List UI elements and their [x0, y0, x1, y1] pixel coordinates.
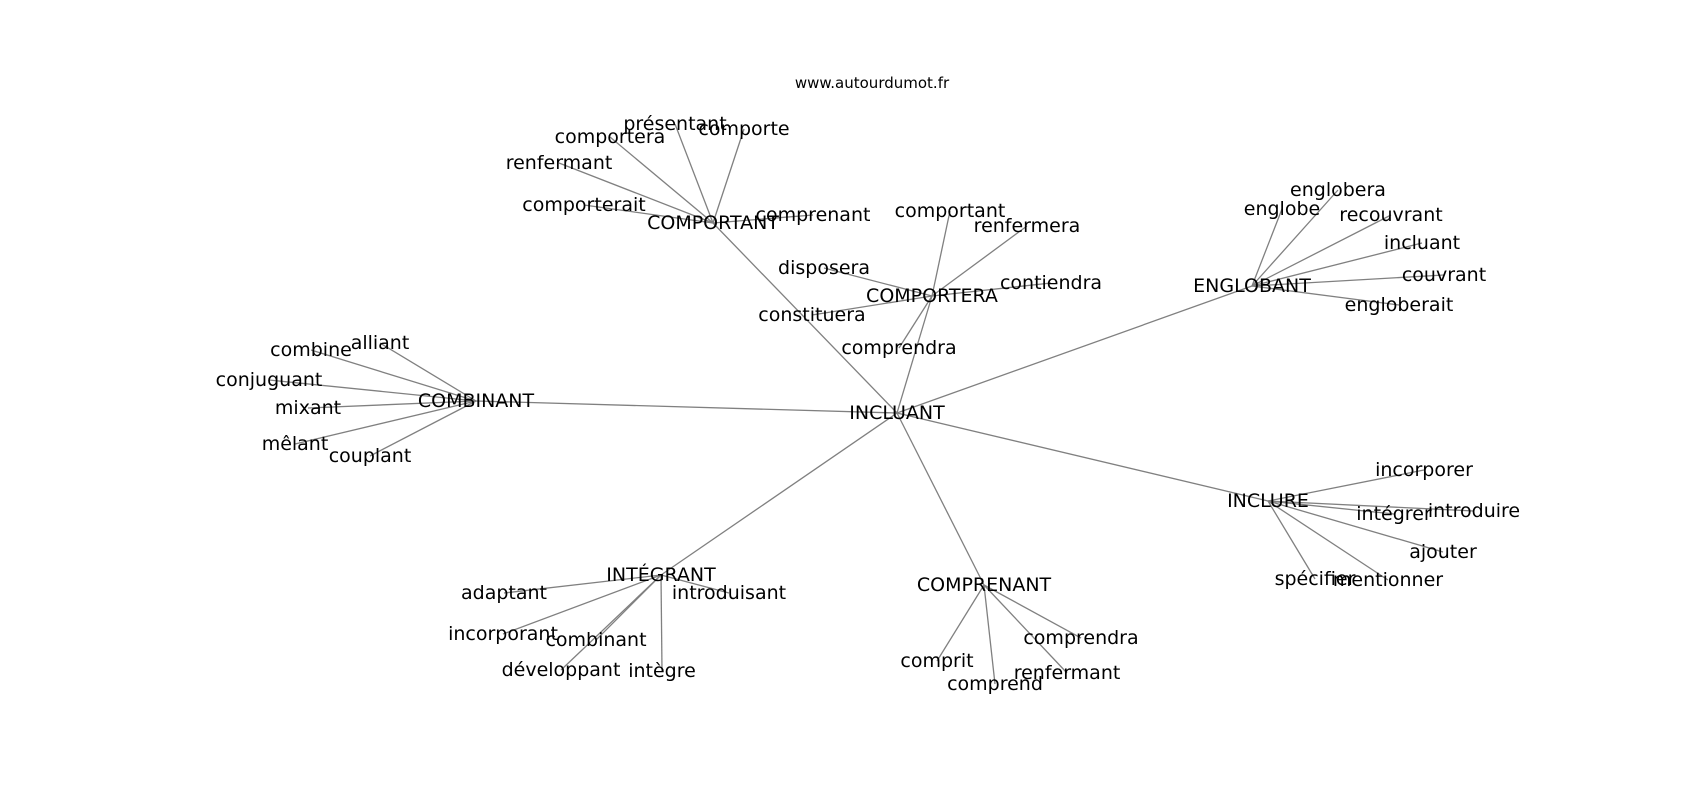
- edge-englobant-2: [1251, 214, 1392, 287]
- leaf-node-combinant-0[interactable]: alliant: [351, 332, 410, 354]
- hub-node-combinant[interactable]: COMBINANT: [418, 390, 535, 412]
- leaf-node-inclure-0[interactable]: incorporer: [1375, 459, 1473, 481]
- center-node-label[interactable]: INCLUANT: [849, 402, 945, 424]
- hub-node-comportera[interactable]: COMPORTERA: [866, 285, 998, 307]
- leaf-node-combinant-1[interactable]: combine: [270, 339, 352, 361]
- edge-inclure-1: [1267, 500, 1395, 515]
- leaf-node-combinant-5[interactable]: couplant: [329, 445, 412, 467]
- hub-node-inclure[interactable]: INCLURE: [1227, 490, 1309, 512]
- leaf-node-comprenant-1[interactable]: comprit: [900, 650, 973, 672]
- edge-comportera-1: [931, 225, 1028, 297]
- leaf-node-inclure-1[interactable]: intégrer: [1356, 503, 1432, 525]
- edge-comportant-1: [609, 136, 714, 224]
- edge-center-inclure: [896, 412, 1269, 502]
- edge-englobant-3: [1251, 242, 1423, 287]
- leaf-node-comprenant-3[interactable]: comprend: [947, 673, 1043, 695]
- edge-integrant-2: [502, 574, 662, 635]
- edge-center-comprenant: [896, 412, 985, 586]
- leaf-node-comportant-5[interactable]: comprenant: [756, 204, 871, 226]
- leaf-node-inclure-4[interactable]: spécifier: [1275, 568, 1356, 590]
- edge-combinant-1: [310, 349, 477, 402]
- edge-comportera-4: [811, 295, 933, 316]
- edge-englobant-0: [1251, 189, 1339, 287]
- leaf-node-englobant-1[interactable]: englobe: [1244, 198, 1320, 220]
- edge-inclure-4: [1267, 500, 1316, 580]
- leaf-node-englobant-5[interactable]: engloberait: [1345, 294, 1454, 316]
- edge-comportant-2: [712, 128, 745, 224]
- graph-labels: www.autourdumot.fr INCLUANT COMPORTANT pré…: [216, 74, 1520, 695]
- leaf-node-comprenant-2[interactable]: renfermant: [1014, 662, 1121, 684]
- edge-integrant-4: [560, 574, 662, 671]
- edge-inclure-3: [1267, 500, 1444, 553]
- leaf-node-inclure-5[interactable]: mentionner: [1333, 569, 1443, 591]
- edge-comportera-2: [823, 267, 933, 297]
- leaf-node-englobant-3[interactable]: incluant: [1384, 232, 1460, 254]
- edge-center-integrant: [660, 412, 898, 576]
- edge-englobant-4: [1251, 274, 1445, 287]
- hub-node-comprenant[interactable]: COMPRENANT: [917, 574, 1052, 596]
- hub-node-integrant[interactable]: INTÉGRANT: [606, 563, 716, 586]
- edge-center-combinant: [475, 400, 898, 414]
- leaf-node-integrant-5[interactable]: intègre: [628, 660, 696, 682]
- leaf-node-comportant-4[interactable]: comporterait: [522, 194, 645, 216]
- leaf-node-comportera-2[interactable]: disposera: [778, 257, 870, 279]
- edge-englobant-1: [1251, 208, 1283, 287]
- edge-integrant-0: [503, 574, 662, 594]
- edge-integrant-1: [660, 574, 730, 594]
- leaf-node-combinant-4[interactable]: mêlant: [262, 433, 329, 455]
- edge-combinant-5: [369, 400, 477, 457]
- edge-comprenant-2: [983, 584, 1068, 674]
- edge-comprenant-1: [936, 584, 985, 662]
- edge-center-comportant: [712, 222, 898, 414]
- leaf-node-comportera-4[interactable]: constituera: [758, 304, 865, 326]
- leaf-node-integrant-2[interactable]: incorporant: [448, 623, 558, 645]
- leaf-node-comportant-2[interactable]: comporte: [698, 118, 789, 140]
- hub-node-comportant[interactable]: COMPORTANT: [647, 212, 779, 234]
- edge-inclure-0: [1267, 469, 1425, 502]
- edge-comprenant-3: [983, 584, 996, 685]
- edge-center-comportera: [896, 295, 933, 414]
- leaf-node-comportera-3[interactable]: contiendra: [1000, 272, 1102, 294]
- edge-integrant-5: [660, 574, 663, 672]
- leaf-node-integrant-3[interactable]: combinant: [545, 629, 646, 651]
- edge-comportera-0: [931, 210, 951, 297]
- leaf-node-inclure-3[interactable]: ajouter: [1409, 541, 1477, 563]
- leaf-node-comportant-3[interactable]: renfermant: [506, 152, 613, 174]
- graph-edges: [268, 123, 1475, 685]
- edge-combinant-4: [294, 400, 477, 445]
- edge-inclure-5: [1267, 500, 1389, 581]
- leaf-node-comprenant-0[interactable]: comprendra: [1023, 627, 1138, 649]
- leaf-node-inclure-2[interactable]: introduire: [1428, 500, 1520, 522]
- edge-comportant-4: [583, 204, 714, 224]
- leaf-node-englobant-2[interactable]: recouvrant: [1339, 204, 1442, 226]
- leaf-node-comportant-1[interactable]: comportera: [555, 126, 666, 148]
- edge-combinant-0: [379, 342, 477, 402]
- hub-node-englobant[interactable]: ENGLOBANT: [1193, 275, 1311, 297]
- leaf-node-englobant-4[interactable]: couvrant: [1402, 264, 1486, 286]
- edge-center-englobant: [896, 285, 1253, 414]
- leaf-node-integrant-0[interactable]: adaptant: [461, 582, 547, 604]
- edge-inclure-2: [1267, 500, 1475, 512]
- source-label: www.autourdumot.fr: [795, 74, 950, 92]
- leaf-node-integrant-1[interactable]: introduisant: [672, 582, 786, 604]
- leaf-node-englobant-0[interactable]: englobera: [1290, 179, 1386, 201]
- edge-englobant-5: [1251, 285, 1400, 306]
- edge-combinant-3: [307, 400, 477, 409]
- leaf-node-combinant-2[interactable]: conjuguant: [216, 369, 323, 391]
- edge-comportera-3: [931, 282, 1052, 297]
- edge-combinant-2: [268, 379, 477, 402]
- edge-comprenant-0: [983, 584, 1082, 639]
- leaf-node-comportera-1[interactable]: renfermera: [974, 215, 1081, 237]
- leaf-node-comportera-5[interactable]: comprendra: [841, 337, 956, 359]
- edge-comportant-0: [674, 123, 714, 224]
- edge-comportera-5: [898, 295, 933, 349]
- leaf-node-comportera-0[interactable]: comportant: [895, 200, 1006, 222]
- leaf-node-combinant-3[interactable]: mixant: [275, 397, 341, 419]
- edge-comportant-5: [712, 214, 814, 224]
- edge-comportant-3: [558, 162, 714, 224]
- leaf-node-comportant-0[interactable]: présentant: [623, 113, 726, 135]
- leaf-node-integrant-4[interactable]: développant: [502, 659, 621, 681]
